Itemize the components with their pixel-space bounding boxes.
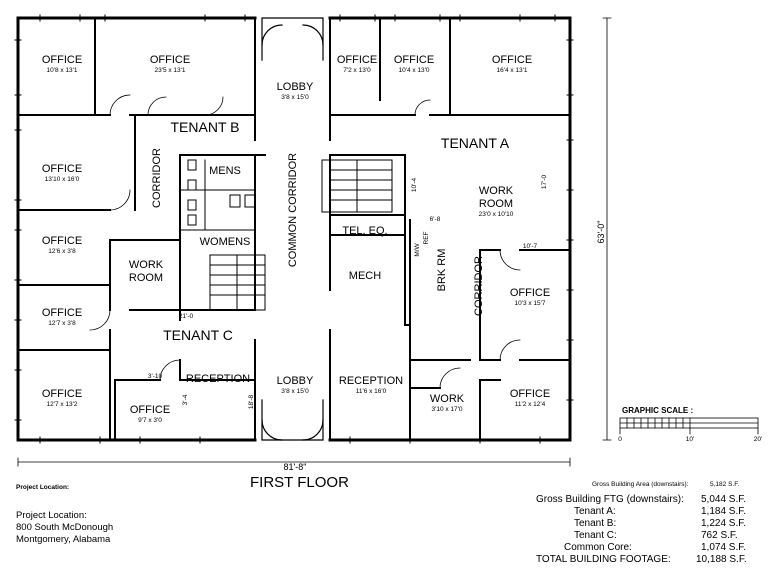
room-label: RECEPTION — [339, 375, 403, 387]
dimension-label: 10'-4 — [411, 177, 418, 192]
room-label: REF — [423, 231, 430, 244]
scale-tick: 10' — [686, 436, 694, 443]
summary-value: 1,184 S.F. — [701, 506, 747, 517]
tenant-label: TENANT B — [171, 119, 240, 135]
gross-area-value: 5,182 S.F. — [710, 481, 740, 488]
room-size: 13'10 x 16'0 — [45, 176, 80, 183]
lobby-doors — [261, 17, 324, 441]
summary-label: Tenant C: — [574, 530, 617, 541]
room-label: LOBBY — [277, 375, 314, 387]
room-label: COMMON CORRIDOR — [287, 153, 299, 267]
summary-value: 1,074 S.F. — [701, 542, 747, 553]
project-location-header: Project Location: — [16, 484, 70, 491]
room-size: 3'8 x 15'0 — [281, 388, 309, 395]
room-label: WOMENS — [200, 236, 251, 248]
summary-label: Gross Building FTG (downstairs): — [536, 494, 684, 505]
dimension-lines — [17, 17, 612, 467]
room-label: ROOM — [129, 272, 163, 284]
dimension-label: 3'-4 — [182, 394, 189, 405]
scale-title: GRAPHIC SCALE : — [622, 406, 693, 415]
room-label: OFFICE — [42, 54, 82, 66]
room-label: OFFICE — [42, 307, 82, 319]
summary-value: 10,188 S.F. — [696, 554, 747, 565]
room-label: OFFICE — [150, 54, 190, 66]
height-dimension: 63'-0" — [596, 221, 606, 244]
scale-tick: 0 — [618, 436, 622, 443]
summary-label: TOTAL BUILDING FOOTAGE: — [536, 554, 671, 565]
room-size: 23'5 x 13'1 — [154, 67, 185, 74]
dimension-label: 6'-8 — [430, 216, 441, 223]
room-label: OFFICE — [337, 54, 377, 66]
graphic-scale — [619, 417, 759, 435]
width-dimension: 81'-8" — [284, 462, 307, 472]
plan-title: FIRST FLOOR — [250, 474, 349, 491]
summary-label: Tenant A: — [574, 506, 616, 517]
room-size: 12'7 x 3'8 — [48, 320, 76, 327]
room-label: OFFICE — [394, 54, 434, 66]
room-size: 7'2 x 13'0 — [343, 67, 371, 74]
room-label: ROOM — [479, 198, 513, 210]
dimension-label: 17'-0 — [541, 174, 548, 189]
project-address-line: 800 South McDonough — [16, 522, 114, 533]
room-size: 12'7 x 13'2 — [46, 401, 77, 408]
stairs — [209, 159, 393, 311]
scale-tick: 20' — [754, 436, 762, 443]
room-label: CORRIDOR — [151, 148, 163, 208]
room-size: 10'8 x 13'1 — [46, 67, 77, 74]
dimension-label: 10'-7 — [523, 243, 538, 250]
room-label: MECH — [349, 270, 381, 282]
room-size: 12'6 x 3'8 — [48, 248, 76, 255]
restroom-fixtures — [179, 159, 256, 231]
room-label: OFFICE — [42, 388, 82, 400]
room-size: 11'6 x 16'0 — [356, 388, 387, 395]
dimension-labels: 10'-4 6'-8 10'-7 17'-0 21'-0 3'-10 3'-4 … — [148, 174, 606, 472]
room-label: TEL. EQ. — [342, 225, 387, 237]
room-label: OFFICE — [42, 235, 82, 247]
summary-value: 1,224 S.F. — [701, 518, 747, 529]
project-location-label: Project Location: — [16, 510, 87, 521]
gross-area-label: Gross Building Area (downstairs): — [592, 481, 689, 488]
room-label: MENS — [209, 165, 241, 177]
room-label: LOBBY — [277, 81, 314, 93]
summary-label: Tenant B: — [574, 518, 617, 529]
room-size: 3'10 x 17'0 — [431, 406, 462, 413]
room-label: OFFICE — [510, 388, 550, 400]
room-size: 16'4 x 13'1 — [496, 67, 527, 74]
room-labels: OFFICE 10'8 x 13'1 OFFICE 23'5 x 13'1 OF… — [42, 54, 550, 424]
scale-labels: GRAPHIC SCALE : 0 10' 20' — [618, 406, 762, 443]
room-size: 10'3 x 15'7 — [514, 300, 545, 307]
room-label: OFFICE — [42, 163, 82, 175]
summary-value: 762 S.F. — [701, 530, 738, 541]
room-size: 9'7 x 3'0 — [138, 417, 162, 424]
door-swings — [89, 94, 521, 389]
room-label: CORRIDOR — [473, 256, 485, 316]
summary-label: Common Core: — [564, 542, 632, 553]
tenant-label: TENANT C — [163, 327, 233, 343]
room-label: WORK — [129, 259, 164, 271]
room-label: BRK RM — [436, 249, 448, 292]
room-label: M/W — [414, 242, 421, 256]
room-label: OFFICE — [130, 404, 170, 416]
room-size: 10'4 x 13'0 — [398, 67, 429, 74]
dimension-label: 3'-10 — [148, 373, 163, 380]
room-label: OFFICE — [492, 54, 532, 66]
room-label: WORK — [430, 393, 465, 405]
tenant-label: TENANT A — [441, 135, 510, 151]
dimension-label: 21'-0 — [179, 313, 194, 320]
room-label: WORK — [479, 185, 514, 197]
dimension-label: 18'-8 — [248, 394, 255, 409]
interior-walls — [17, 17, 571, 441]
room-size: 3'8 x 15'0 — [281, 94, 309, 101]
project-address-city: Montgomery, Alabama — [16, 534, 111, 545]
room-label: RECEPTION — [186, 373, 250, 385]
summary-value: 5,044 S.F. — [701, 494, 747, 505]
room-size: 11'2 x 12'4 — [515, 401, 546, 408]
room-size: 23'0 x 10'10 — [479, 211, 514, 218]
room-label: OFFICE — [510, 287, 550, 299]
exterior-walls — [16, 16, 572, 442]
